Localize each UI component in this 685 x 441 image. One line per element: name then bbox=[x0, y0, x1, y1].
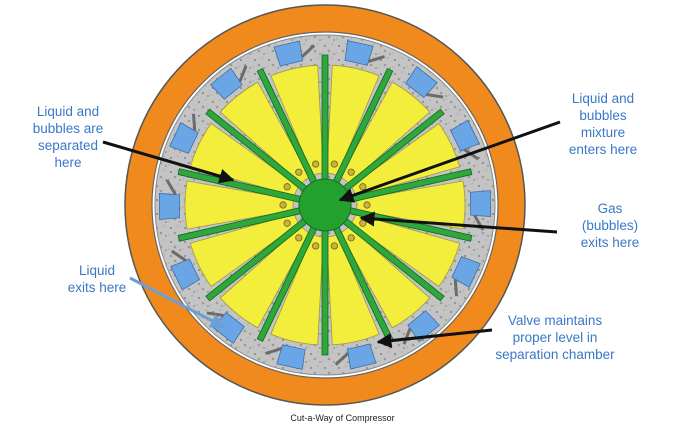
chamber-9 bbox=[189, 213, 300, 287]
rotor-vanes bbox=[177, 54, 473, 356]
label-gas: Gas (bubbles) exits here bbox=[580, 201, 640, 250]
valve-stem-1 bbox=[426, 93, 444, 99]
gas-hole-7 bbox=[312, 242, 320, 250]
chamber-13 bbox=[270, 64, 324, 177]
separation-chambers bbox=[184, 64, 466, 346]
gas-hole-0 bbox=[330, 160, 338, 168]
chamber-7 bbox=[270, 233, 324, 346]
gas-hole-5 bbox=[347, 234, 355, 242]
valve-1 bbox=[405, 66, 438, 99]
gas-hole-4 bbox=[359, 219, 367, 227]
valve-7 bbox=[276, 344, 306, 370]
chamber-4 bbox=[350, 213, 461, 287]
valve-13 bbox=[273, 40, 303, 67]
gas-exit-holes bbox=[279, 160, 371, 250]
gas-hole-3 bbox=[363, 201, 371, 209]
label-separated: Liquid and bubbles are separated here bbox=[32, 104, 104, 170]
chamber-1 bbox=[339, 81, 431, 185]
arrow-gas bbox=[359, 211, 558, 234]
vane-7 bbox=[321, 228, 329, 356]
gas-hole-12 bbox=[295, 168, 303, 176]
chamber-6 bbox=[326, 233, 380, 346]
valve-11 bbox=[169, 122, 199, 154]
arrow-mixture bbox=[338, 120, 561, 203]
central-hub bbox=[298, 178, 352, 232]
chamber-10 bbox=[184, 180, 294, 230]
gas-hole-13 bbox=[312, 160, 320, 168]
gas-hole-6 bbox=[330, 242, 338, 250]
chamber-3 bbox=[356, 180, 466, 230]
gas-hole-11 bbox=[283, 183, 291, 191]
gas-hole-10 bbox=[279, 201, 287, 209]
valve-stem-4 bbox=[453, 279, 459, 297]
valve-stem-13 bbox=[300, 44, 316, 58]
valve-5 bbox=[407, 310, 441, 343]
valve-4 bbox=[451, 256, 481, 288]
valve-3 bbox=[470, 190, 491, 218]
chamber-8 bbox=[219, 225, 311, 329]
chamber-12 bbox=[219, 81, 311, 185]
valve-stem-0 bbox=[368, 55, 386, 63]
valve-6 bbox=[347, 343, 377, 370]
valve-stem-7 bbox=[264, 347, 282, 355]
arrow-liquid-exit bbox=[129, 276, 226, 329]
gas-hole-2 bbox=[359, 183, 367, 191]
gas-hole-8 bbox=[295, 234, 303, 242]
chamber-11 bbox=[189, 123, 300, 197]
gas-hole-9 bbox=[283, 219, 291, 227]
valve-0 bbox=[344, 40, 374, 66]
label-mixture: Liquid and bubbles mixture enters here bbox=[568, 91, 638, 157]
valve-12 bbox=[209, 67, 243, 100]
valve-stem-9 bbox=[170, 249, 187, 262]
figure-caption: Cut-a-Way of Compressor bbox=[290, 413, 395, 423]
valve-stem-6 bbox=[334, 352, 350, 366]
valve-10 bbox=[159, 192, 180, 220]
valve-2 bbox=[449, 119, 480, 152]
arrow-separated bbox=[102, 140, 235, 184]
valve-stem-10 bbox=[165, 179, 177, 196]
arrow-valve bbox=[376, 328, 493, 349]
chamber-5 bbox=[339, 225, 431, 329]
valve-stem-5 bbox=[402, 327, 412, 345]
vane-0 bbox=[321, 54, 329, 182]
gas-hole-1 bbox=[347, 168, 355, 176]
label-liquid-exit: Liquid exits here bbox=[67, 263, 127, 295]
valve-9 bbox=[170, 258, 201, 291]
valve-stem-11 bbox=[191, 113, 197, 131]
label-valve: Valve maintains proper level in separati… bbox=[495, 313, 615, 362]
chamber-0 bbox=[326, 64, 380, 177]
valve-stem-12 bbox=[238, 65, 248, 83]
